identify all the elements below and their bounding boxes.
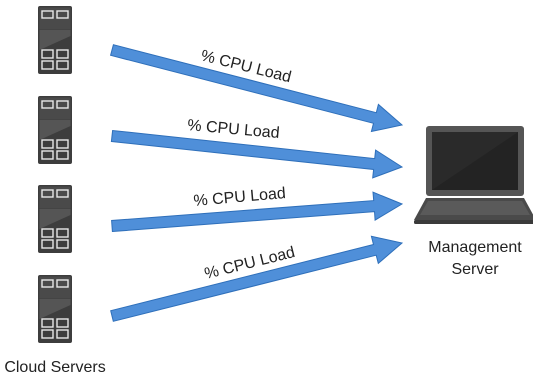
server-icon (37, 184, 73, 254)
management-server-label: Management (428, 239, 522, 256)
cloud-servers-label: Cloud Servers (4, 359, 105, 376)
laptop-icon (414, 126, 533, 224)
arrows (109, 44, 404, 322)
cpu-load-arrow (109, 44, 404, 133)
cpu-load-arrow (110, 129, 404, 179)
server-icon (37, 274, 73, 344)
cpu-load-arrow (110, 235, 404, 322)
management-server-label: Server (451, 261, 499, 278)
cpu-load-arrow (111, 191, 404, 233)
arrow-label: % CPU Load (187, 117, 281, 142)
server-icon (37, 95, 73, 165)
server-icon (37, 5, 73, 75)
arrow-label: % CPU Load (193, 185, 287, 210)
